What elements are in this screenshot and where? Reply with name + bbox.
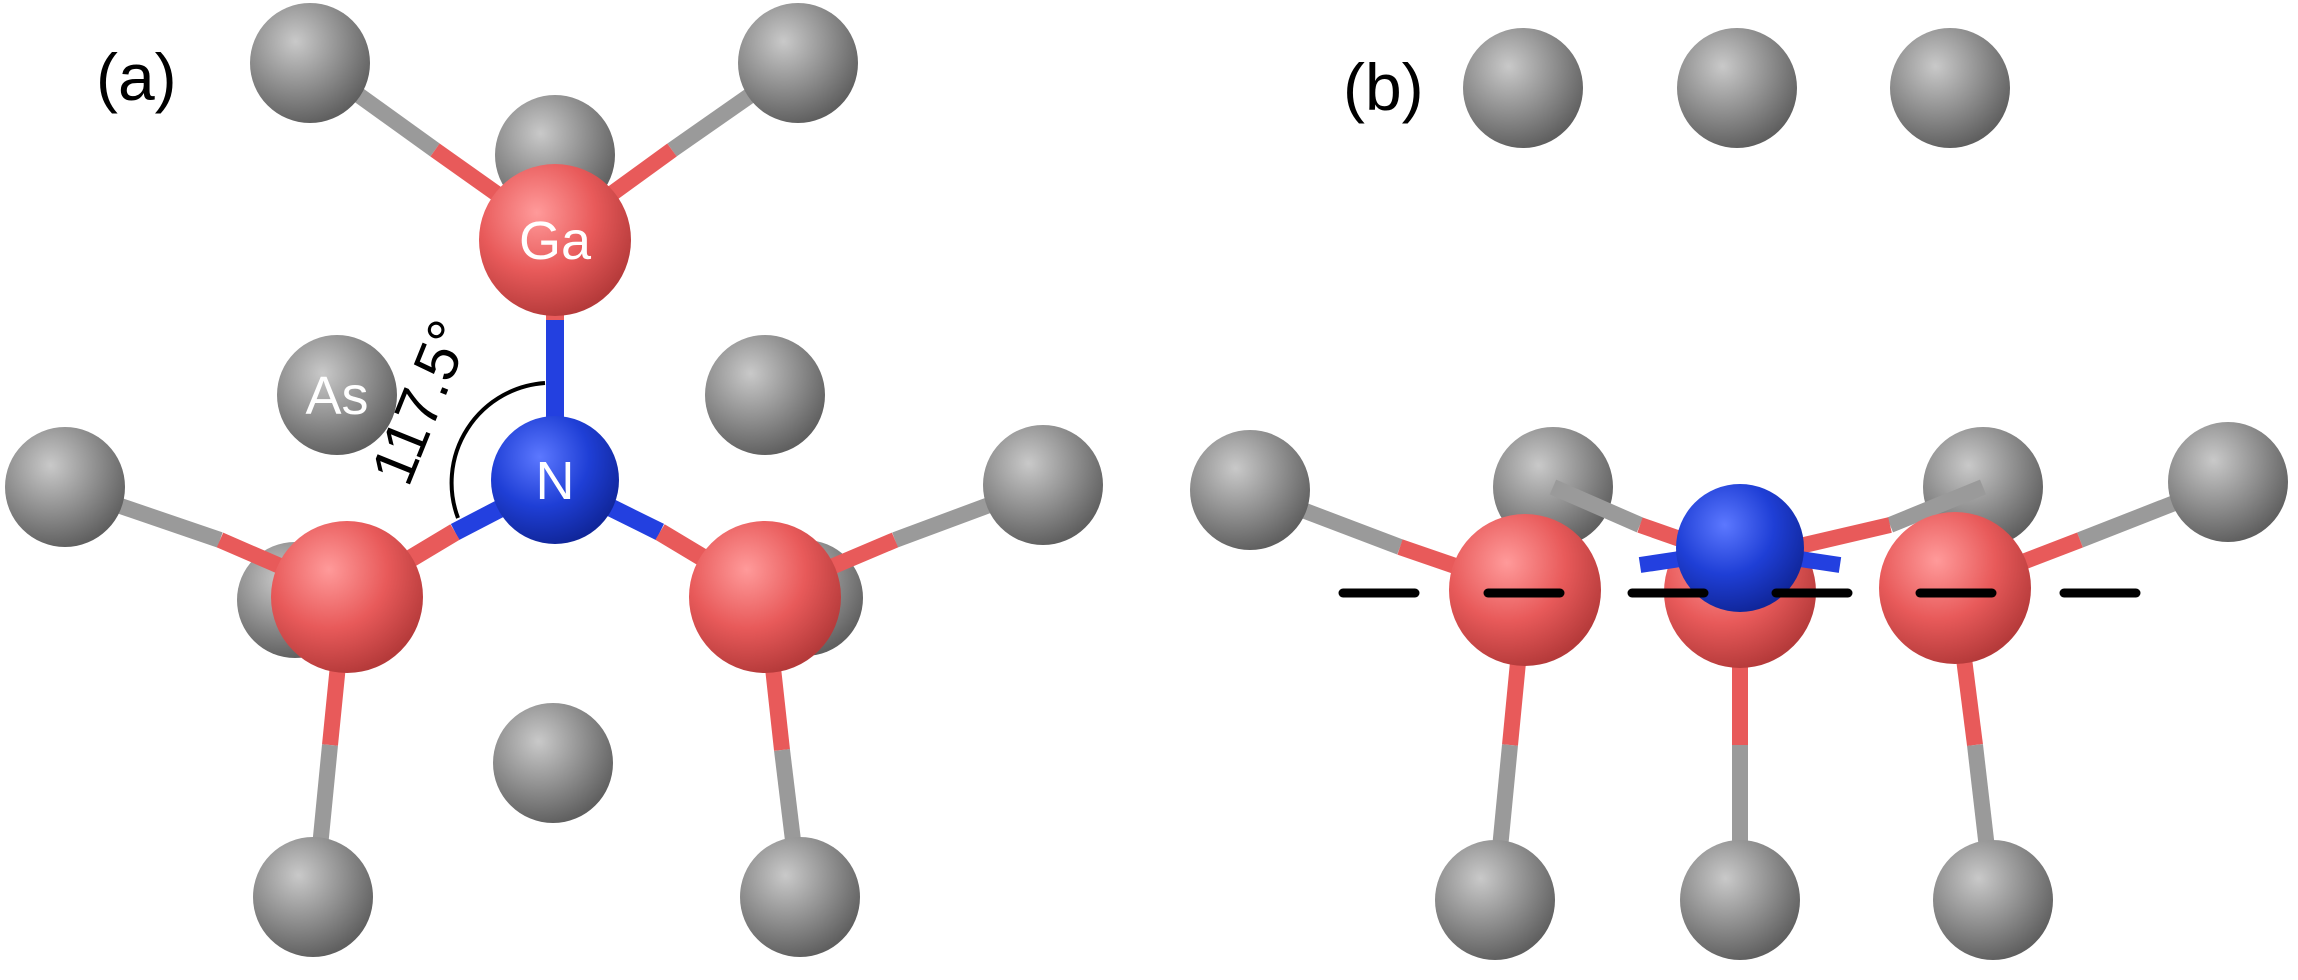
panel-a-label: (a) (96, 40, 177, 114)
gallium-atom (479, 164, 631, 316)
gallium-atom (1879, 512, 2031, 664)
arsenic-atom (705, 335, 825, 455)
gallium-atom (689, 521, 841, 673)
panel-a: (a) (5, 3, 1103, 957)
gallium-atom (271, 521, 423, 673)
arsenic-atom (1680, 840, 1800, 960)
arsenic-atom (1435, 840, 1555, 960)
angle-arc (449, 381, 546, 519)
bond (1549, 479, 1644, 533)
arsenic-atom (493, 703, 613, 823)
arsenic-atom (250, 3, 370, 123)
panel-b: (b) (1190, 28, 2288, 960)
arsenic-atom (1933, 840, 2053, 960)
arsenic-atom (1463, 28, 1583, 148)
arsenic-atom (1890, 28, 2010, 148)
arsenic-atom (253, 837, 373, 957)
nitrogen-label: N (536, 451, 575, 511)
arsenic-label: As (305, 366, 368, 426)
arsenic-atom (740, 837, 860, 957)
gallium-label: Ga (519, 211, 592, 271)
arsenic-atom (983, 425, 1103, 545)
panel-b-label: (b) (1343, 50, 1424, 124)
arsenic-atom (738, 3, 858, 123)
bond (1886, 479, 1987, 533)
nitrogen-atom (491, 416, 619, 544)
nitrogen-atom (1676, 484, 1804, 612)
arsenic-atom (277, 335, 397, 455)
arsenic-atom (2168, 422, 2288, 542)
arsenic-atom (1677, 28, 1797, 148)
arsenic-atom (1190, 430, 1310, 550)
arsenic-atom (5, 427, 125, 547)
